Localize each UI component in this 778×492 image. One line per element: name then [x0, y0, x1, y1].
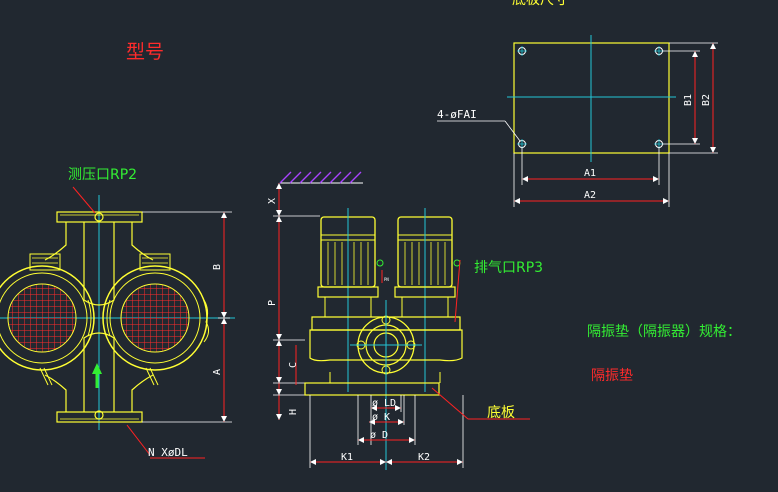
left-pump-terminal-box [29, 253, 61, 271]
dim-h-label: H [288, 409, 299, 415]
pressure-port-circle [94, 212, 104, 222]
bolt-spec-label: N XøDL [148, 446, 188, 459]
base-hole-label: 4-øFAI [437, 108, 477, 121]
right-pump-fan-grid [120, 283, 190, 353]
pump-casing [309, 329, 463, 362]
base-plate-label: 底板 [487, 405, 515, 421]
pressure-port-label: 测压口RP2 [68, 167, 137, 183]
dim-k2-label: K2 [418, 452, 430, 463]
dim-b2-label: B2 [701, 94, 712, 106]
dim-p-label: P [267, 300, 278, 306]
dim-d-label: ø D [370, 430, 388, 441]
dim-a2-label: A2 [584, 190, 596, 201]
top-flange [56, 211, 143, 223]
ground-hatch [279, 171, 362, 184]
dim-b-label: B [212, 264, 223, 270]
pump-body-outline [44, 222, 154, 412]
vent-port-marker [376, 259, 384, 267]
vent-port-label: 排气口RP3 [474, 260, 543, 276]
base-plate-plan: B1 B2 A1 A2 [437, 35, 718, 207]
dim-b1-label: B1 [683, 94, 694, 106]
pn-label: PN [384, 277, 389, 282]
dim-x-label: X [267, 198, 278, 204]
flow-arrowhead-icon [92, 363, 102, 374]
isolator-name-label: 隔振垫 [591, 368, 633, 384]
model-label: 型号 [126, 41, 164, 63]
left-pump-motor-outer [0, 265, 95, 371]
dim-k-label: ø K [372, 412, 390, 423]
bottom-flange [56, 411, 143, 423]
top-cut-text: 底板尺寸 [512, 0, 568, 8]
left-pump-fan-grid [7, 283, 77, 353]
isolator-spec-label: 隔振垫（隔振器）规格： [587, 324, 741, 340]
base-frame [304, 382, 440, 396]
dim-k1-label: K1 [341, 452, 353, 463]
middle-front-view: X P C H [267, 171, 530, 470]
dim-a-label: A [212, 369, 223, 375]
left-top-view: B A [0, 186, 235, 459]
dim-a1-label: A1 [584, 168, 596, 179]
right-pump-terminal-box [139, 253, 171, 271]
dim-c-label: C [288, 362, 299, 368]
dim-ld-label: ø LD [372, 398, 396, 409]
